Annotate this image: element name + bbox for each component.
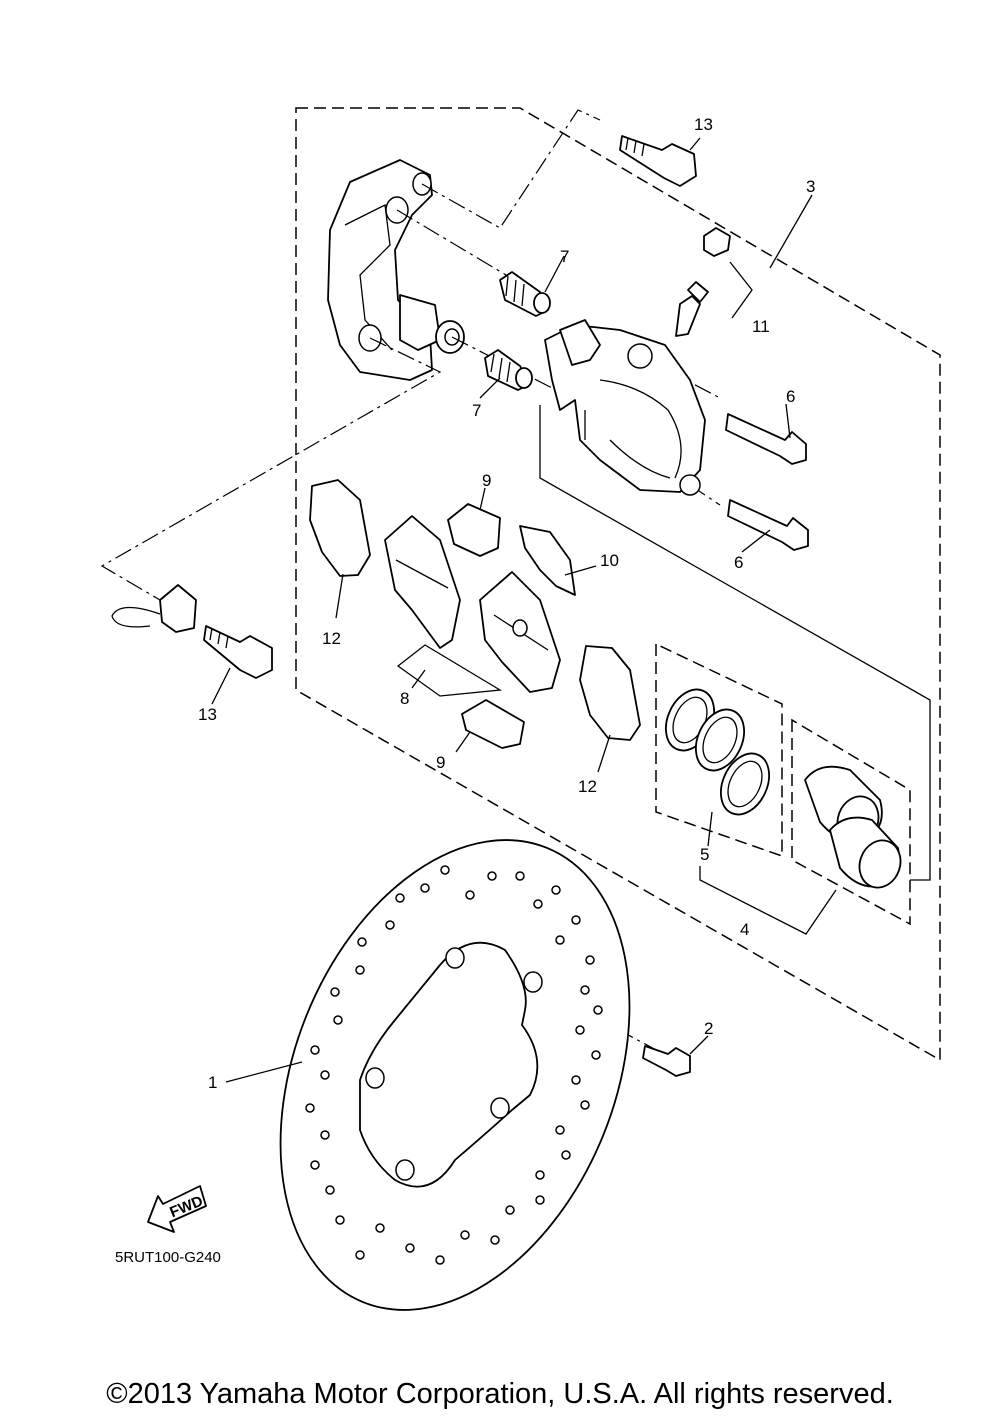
- fwd-label: FWD: [167, 1193, 205, 1222]
- brake-pad-rear: [479, 571, 561, 693]
- disc-vent-holes: [305, 865, 603, 1265]
- pad-spring-upper: [447, 503, 501, 557]
- bleed-screw: [675, 227, 731, 337]
- pin-boot-lower: [484, 349, 533, 391]
- callout-8: 8: [400, 689, 409, 708]
- pad-spring-lower: [461, 699, 525, 749]
- diagram-code: 5RUT100-G240: [115, 1249, 221, 1266]
- callout-7-lower: 7: [472, 401, 481, 420]
- copyright-notice: ©2013 Yamaha Motor Corporation, U.S.A. A…: [106, 1378, 894, 1410]
- callout-2: 2: [704, 1019, 713, 1038]
- piston-assembly-boundary: [791, 718, 911, 926]
- callout-13-lower: 13: [198, 705, 217, 724]
- caliper-assembly-boundary: [295, 107, 941, 1062]
- callout-3: 3: [806, 177, 815, 196]
- callout-11: 11: [752, 317, 770, 336]
- callout-9-upper: 9: [482, 471, 491, 490]
- retaining-pin-upper: [725, 413, 807, 465]
- callout-labels: 1 2 3 4 5 6 6 7 7 8 9 9 10 11 12 12 13 1…: [198, 115, 815, 1092]
- caliper-body: [544, 319, 706, 496]
- pad-shim-right: [579, 645, 641, 741]
- pad-pin-clip: [111, 584, 197, 633]
- piston-seals: [665, 688, 770, 816]
- brake-disc: [279, 839, 631, 1311]
- bracket-bolt-upper: [619, 135, 697, 187]
- retaining-pin-lower: [727, 499, 809, 551]
- callout-1: 1: [208, 1073, 217, 1092]
- forward-direction-arrow: FWD: [147, 1185, 207, 1233]
- pad-shim-left: [309, 479, 371, 577]
- pin-boot-upper: [499, 271, 551, 317]
- callout-12-right: 12: [578, 777, 597, 796]
- callout-5: 5: [700, 845, 709, 864]
- pad-support-plate: [519, 525, 576, 596]
- brake-pad-front: [384, 515, 461, 649]
- callout-7-upper: 7: [560, 247, 569, 266]
- caliper-bracket: [327, 159, 465, 381]
- bracket-bolt-lower: [203, 625, 273, 679]
- seal-kit-boundary: [655, 642, 783, 858]
- callout-6-lower: 6: [734, 553, 743, 572]
- callout-4: 4: [740, 920, 749, 939]
- callout-10: 10: [600, 551, 619, 570]
- callout-9-lower: 9: [436, 753, 445, 772]
- caliper-pistons: [804, 765, 902, 889]
- callout-12-left: 12: [322, 629, 341, 648]
- disc-bolt: [642, 1045, 691, 1077]
- callout-13-upper: 13: [694, 115, 713, 134]
- callout-6-upper: 6: [786, 387, 795, 406]
- leader-lines: [211, 137, 813, 1083]
